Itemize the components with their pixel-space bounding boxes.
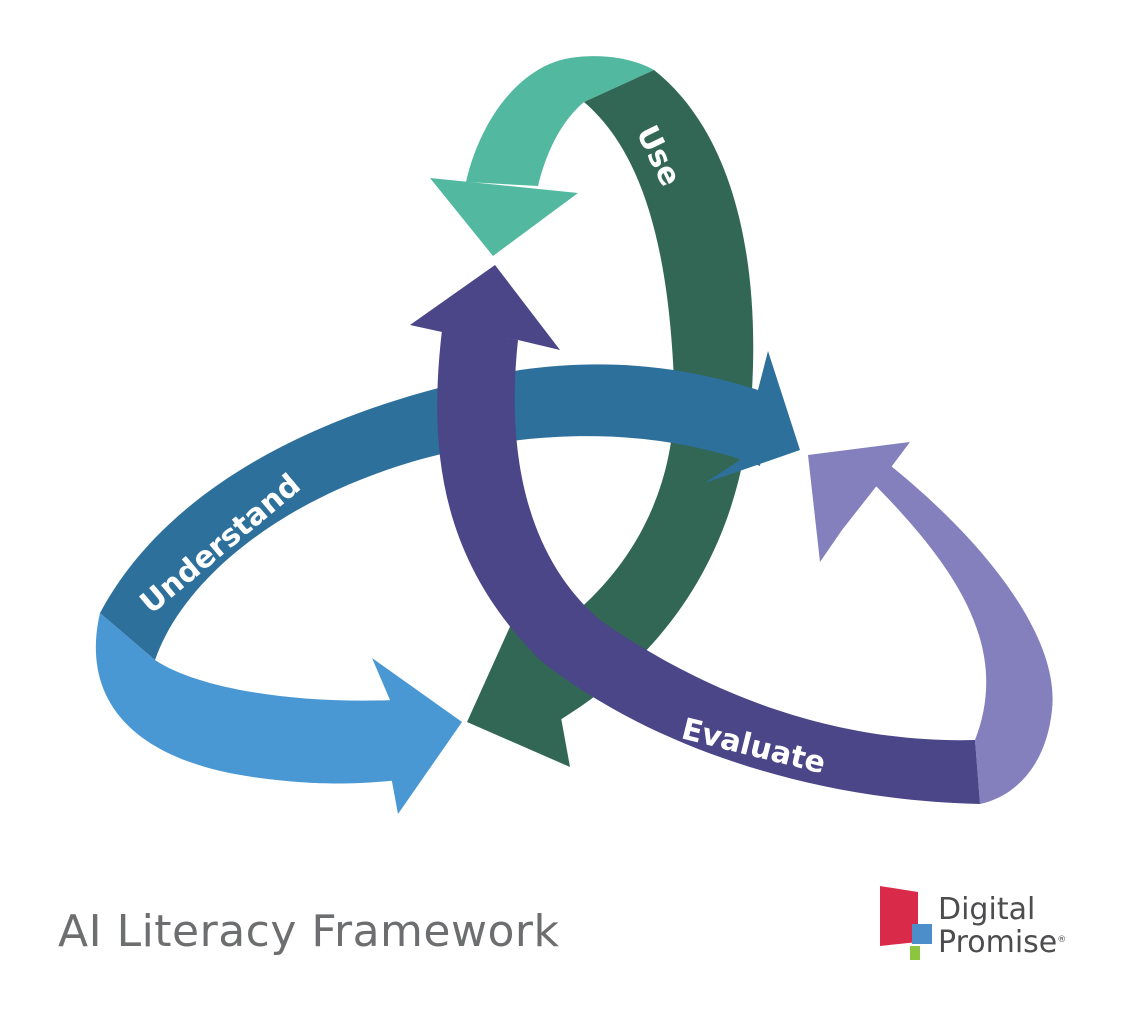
evaluate-light-band	[870, 462, 1053, 804]
brand-line-2-wrap: Promise®	[938, 925, 1066, 958]
digital-promise-mark-icon	[880, 886, 932, 960]
use-dark-arrowhead	[467, 620, 570, 767]
registered-mark: ®	[1057, 935, 1067, 945]
evaluate-return-arrow	[808, 442, 1053, 804]
use-dark-band	[505, 70, 754, 720]
evaluate-dark-band	[437, 330, 981, 804]
evaluate-main-arrow	[410, 265, 981, 804]
use-main-arrow	[467, 70, 754, 767]
understand-light-band	[95, 613, 400, 784]
use-light-arrowhead	[430, 178, 578, 256]
digital-promise-logo: Digital Promise®	[878, 884, 1098, 964]
brand-line-2: Promise	[938, 925, 1058, 960]
understand-light-arrowhead	[372, 658, 462, 814]
brand-line-1: Digital	[938, 892, 1036, 927]
evaluate-light-arrowhead	[808, 442, 910, 562]
understand-dark-arrowhead	[705, 351, 800, 483]
digital-promise-wordmark: Digital Promise®	[938, 894, 1066, 958]
understand-main-arrow	[100, 351, 800, 660]
framework-title: AI Literacy Framework	[58, 906, 560, 957]
evaluate-dark-arrowhead	[410, 265, 560, 350]
understand-dark-band	[100, 364, 770, 660]
use-light-band	[466, 56, 654, 186]
understand-return-arrow	[95, 613, 462, 814]
use-return-arrow	[430, 56, 654, 256]
